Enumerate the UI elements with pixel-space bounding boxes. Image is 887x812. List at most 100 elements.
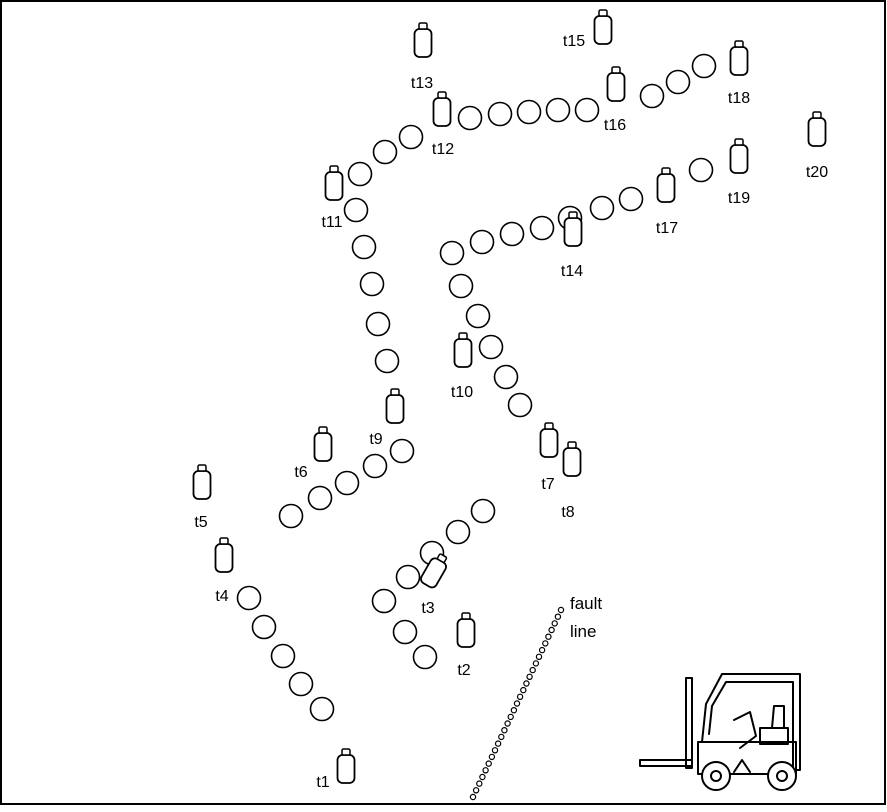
path-marker-45 xyxy=(620,188,643,211)
tank-icon xyxy=(809,118,826,146)
fault-dot-17 xyxy=(521,688,526,693)
path-marker-19 xyxy=(367,313,390,336)
forklift-wheel-rear xyxy=(768,762,796,790)
path-marker-46 xyxy=(690,159,713,182)
path-marker-17 xyxy=(391,440,414,463)
path-marker-24 xyxy=(374,141,397,164)
forklift-seat-back xyxy=(772,706,784,728)
tank-cap xyxy=(545,423,553,429)
tank-cap xyxy=(438,92,446,98)
tank-cap xyxy=(319,427,327,433)
tank-label-t7: t7 xyxy=(541,476,554,493)
tank-cap xyxy=(330,166,338,172)
path-marker-23 xyxy=(349,163,372,186)
tank-icon xyxy=(387,395,404,423)
tank-icon xyxy=(415,29,432,57)
forklift-cab xyxy=(702,674,800,770)
path-marker-15 xyxy=(336,472,359,495)
path-markers xyxy=(238,55,716,721)
path-marker-35 xyxy=(495,366,518,389)
path-marker-38 xyxy=(450,275,473,298)
tank-label-t8: t8 xyxy=(561,504,574,521)
tank-t12 xyxy=(434,92,451,126)
tank-label-t11: t11 xyxy=(321,214,342,231)
tank-icon xyxy=(731,47,748,75)
tank-t5 xyxy=(194,465,211,499)
tank-t7 xyxy=(541,423,558,457)
fault-dot-29 xyxy=(558,607,563,612)
tank-label-t1: t1 xyxy=(316,774,329,791)
fault-dot-1 xyxy=(470,794,475,799)
tank-cap xyxy=(599,10,607,16)
path-marker-40 xyxy=(471,231,494,254)
tank-cap xyxy=(419,23,427,29)
tank-icon xyxy=(658,174,675,202)
tank-cap xyxy=(220,538,228,544)
tank-label-t17: t17 xyxy=(656,220,678,237)
path-marker-31 xyxy=(641,85,664,108)
fault-dot-16 xyxy=(518,694,523,699)
fault-dot-4 xyxy=(480,774,485,779)
path-marker-39 xyxy=(441,242,464,265)
fault-dot-14 xyxy=(511,708,516,713)
tank-cap xyxy=(569,212,577,218)
fault-dot-24 xyxy=(543,641,548,646)
path-marker-7 xyxy=(472,500,495,523)
path-marker-25 xyxy=(400,126,423,149)
path-marker-11 xyxy=(253,616,276,639)
fault-line-label-2: line xyxy=(570,622,596,641)
fault-dot-5 xyxy=(483,768,488,773)
tank-t4 xyxy=(216,538,233,572)
fault-dot-25 xyxy=(546,634,551,639)
path-marker-21 xyxy=(353,236,376,259)
path-marker-30 xyxy=(576,99,599,122)
tank-icon xyxy=(595,16,612,44)
tank-t10 xyxy=(455,333,472,367)
tank-label-t14: t14 xyxy=(561,263,583,280)
tank-cap xyxy=(662,168,670,174)
tank-t1 xyxy=(338,749,355,783)
tank-icon xyxy=(564,448,581,476)
fault-dot-20 xyxy=(530,668,535,673)
fault-line-dots xyxy=(470,607,563,799)
tank-label-t12: t12 xyxy=(432,141,454,158)
fault-dot-9 xyxy=(496,741,501,746)
tank-cap xyxy=(462,613,470,619)
path-marker-16 xyxy=(364,455,387,478)
path-marker-9 xyxy=(290,673,313,696)
fault-dot-2 xyxy=(474,788,479,793)
tank-icon xyxy=(194,471,211,499)
tank-t11 xyxy=(326,166,343,200)
path-marker-29 xyxy=(547,99,570,122)
tank-t20 xyxy=(809,112,826,146)
tank-icon xyxy=(458,619,475,647)
path-marker-14 xyxy=(309,487,332,510)
tank-label-t13: t13 xyxy=(411,75,433,92)
path-marker-6 xyxy=(447,521,470,544)
tank-icon xyxy=(338,755,355,783)
forklift-pedal xyxy=(734,760,750,772)
fault-dot-8 xyxy=(492,748,497,753)
path-marker-44 xyxy=(591,197,614,220)
fault-dot-27 xyxy=(552,621,557,626)
forklift-cab-inner xyxy=(709,682,793,770)
fault-dot-21 xyxy=(533,661,538,666)
path-marker-18 xyxy=(376,350,399,373)
path-marker-37 xyxy=(467,305,490,328)
path-marker-27 xyxy=(489,103,512,126)
tank-label-t5: t5 xyxy=(194,514,207,531)
tank-cap xyxy=(735,139,743,145)
tank-t16 xyxy=(608,67,625,101)
path-marker-12 xyxy=(238,587,261,610)
tank-icon xyxy=(434,98,451,126)
path-marker-33 xyxy=(693,55,716,78)
fault-dot-28 xyxy=(555,614,560,619)
path-marker-20 xyxy=(361,273,384,296)
tank-t18 xyxy=(731,41,748,75)
fault-dot-3 xyxy=(477,781,482,786)
fault-dot-10 xyxy=(499,734,504,739)
tank-cap xyxy=(813,112,821,118)
path-marker-26 xyxy=(459,107,482,130)
